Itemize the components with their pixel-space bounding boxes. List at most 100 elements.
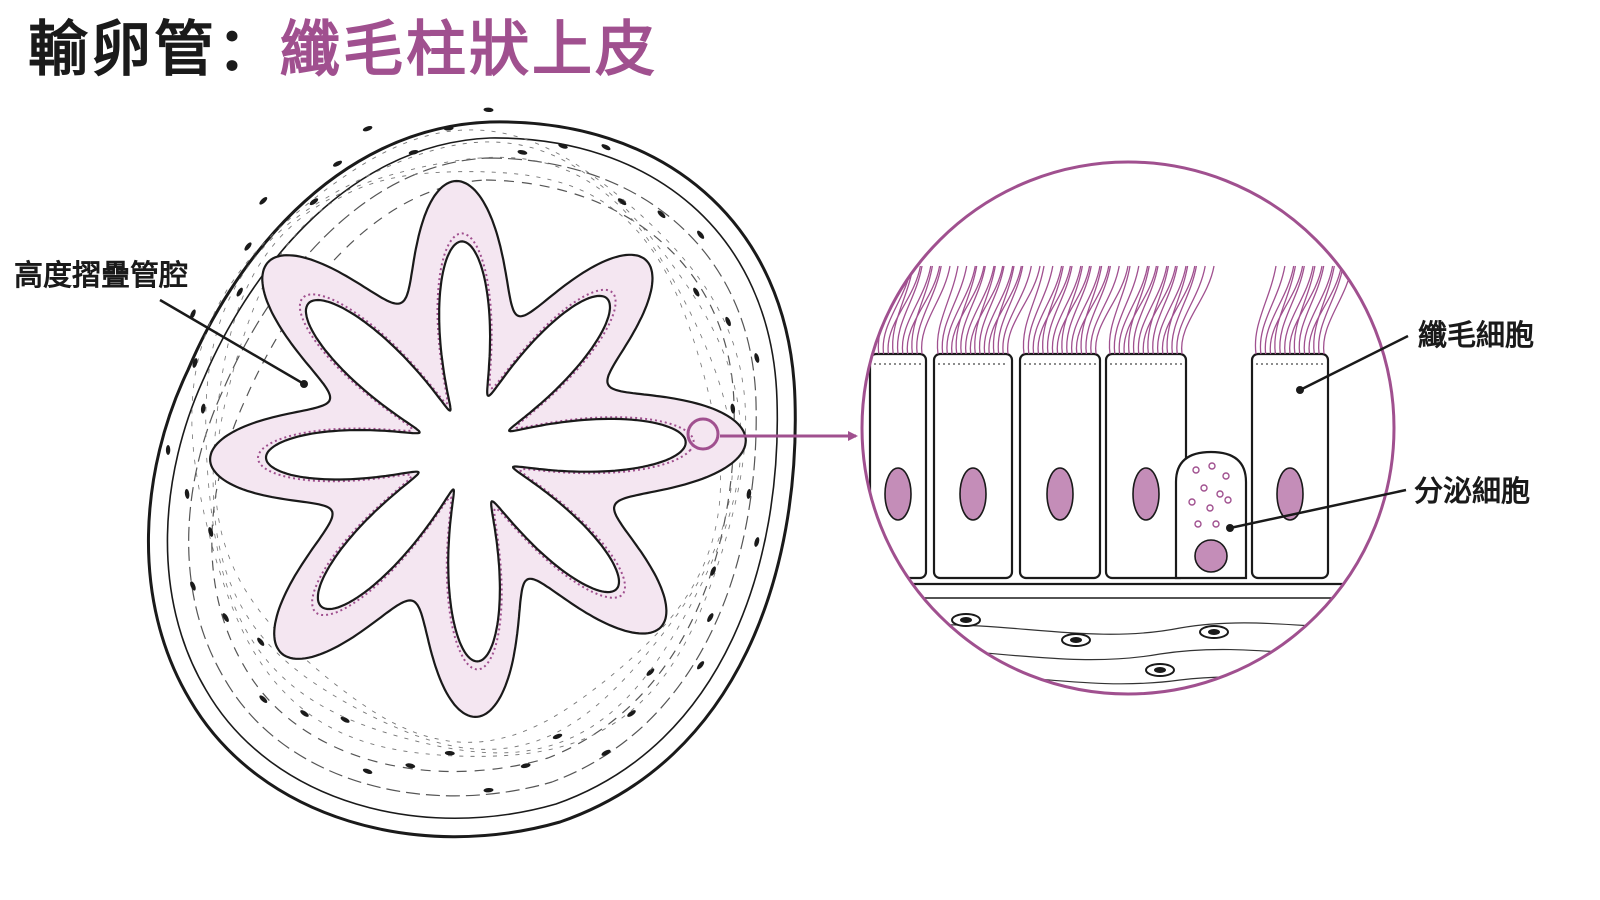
stromal-nucleus [517,150,528,155]
fibroblast-nucleus-core [1208,629,1220,635]
cilium [1061,265,1084,355]
cilium [920,265,951,355]
cilium [951,265,985,355]
stromal-nucleus [165,445,171,455]
cilium [1132,265,1159,355]
stromal-nucleus [520,763,531,769]
stromal-nucleus [408,150,419,155]
cilium [1066,265,1092,355]
stromal-nucleus [257,637,265,646]
label-ciliated-cell: 纖毛細胞 [1418,318,1535,352]
cilium [1181,265,1215,355]
cilium [960,265,986,355]
ciliated-cell [868,352,928,580]
fibroblast-nucleus-core [960,617,972,623]
stromal-nucleus [444,750,455,756]
label-secretory-cell: 分泌細胞 [1414,474,1531,508]
stromal-nucleus [552,733,563,740]
cilium [1264,265,1295,355]
stromal-nucleus [730,403,736,414]
cilium [1289,265,1323,355]
cilium [1037,265,1072,355]
cilium [978,265,1005,355]
page-title: 輸卵管：纖毛柱狀上皮 [28,14,658,86]
title-main: 輸卵管 [28,15,217,85]
muscle-layer-middle [188,157,757,797]
stromal-nucleus [244,242,252,251]
cilium [1095,265,1129,355]
ciliated-cell [1250,352,1330,580]
label-folded-lumen: 高度摺疊管腔 [14,258,189,292]
folded-lumen-pointer-dot [300,380,308,388]
fibroblast-nuclei [951,613,1229,677]
ciliated-cell [932,352,1014,580]
stromal-nucleus [558,143,568,149]
cilium [1317,265,1344,355]
stromal-nucleus [332,160,343,167]
fibroblast-nucleus-core [1154,667,1166,673]
cilium [1279,265,1305,355]
cilium [1303,265,1334,355]
stromal-nucleus [754,537,760,547]
stromal-nucleus [200,403,206,414]
cilium [1142,265,1177,355]
cilium [1137,265,1168,355]
cilium [1284,265,1314,355]
cilia [872,265,1353,355]
cilium [988,265,1022,355]
cilium [969,265,1004,355]
cilium [1113,265,1140,355]
cilium [1070,265,1101,355]
title-accent: 纖毛柱狀上皮 [280,15,658,85]
secretory-cell [1174,450,1248,580]
zoom-circle-border [860,160,1396,696]
epithelial-cells [868,352,1330,580]
cilium [1046,265,1073,355]
stromal-nucleus [300,710,309,717]
cilium [1166,265,1189,355]
cilium [1171,265,1198,355]
oviduct-cross-section [146,107,797,839]
wall-fiber [191,129,747,757]
stromal-nucleus [192,358,198,368]
cilium [1147,265,1170,355]
muscle-layer-outer [166,137,779,820]
secretory-granule [1188,498,1196,506]
cilium [1075,265,1110,355]
cilium [1176,265,1206,355]
cilium [1274,265,1297,355]
stromal-nucleus [340,716,350,723]
fibroblast-nucleus-core [1070,637,1082,643]
cilium [1041,265,1064,355]
nucleus [1132,467,1160,521]
cilium [992,265,1015,355]
stromal-nucleus [707,613,714,623]
cilium [887,265,922,355]
stromal-nucleus [236,287,243,297]
stromal-nucleus [657,210,666,219]
cilium [1085,265,1112,355]
cilium [1293,265,1316,355]
cilium [1108,265,1131,355]
nucleus [959,467,987,521]
stromal-nucleus [483,107,494,113]
cilium [1308,265,1343,355]
cilium [906,265,941,355]
stromal-nucleus [190,309,196,319]
secretory-granule [1224,496,1232,504]
cilium [936,265,959,355]
stromal-nucleus [617,198,627,206]
cilium [1022,265,1045,355]
cilium [1056,265,1091,355]
cilium [983,265,1014,355]
lumen [264,240,687,663]
stromal-nucleus [754,353,760,363]
secretory-granule [1208,462,1216,470]
magnify-spot [686,417,720,451]
secretory-granule [1216,490,1224,498]
secretory-cell-pointer [1229,488,1407,530]
cilium [1032,265,1063,355]
cilium [964,265,995,355]
cilium [1027,265,1054,355]
stromal-nucleus [697,661,705,670]
